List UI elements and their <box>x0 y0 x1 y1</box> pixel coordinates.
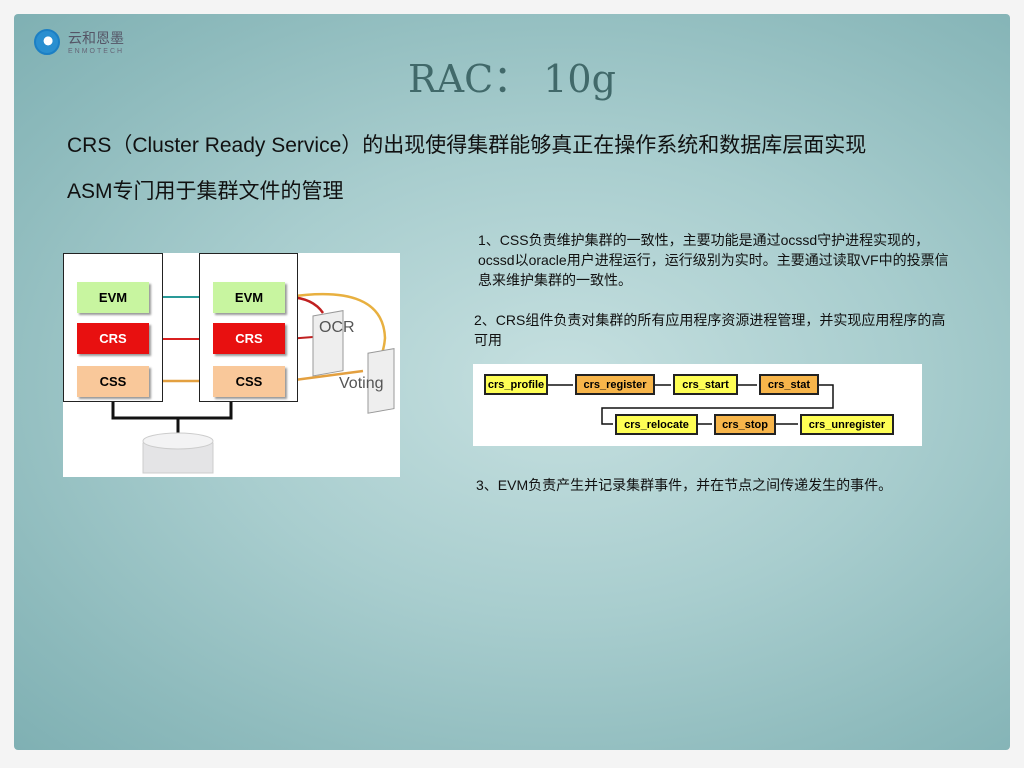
flow-crs-relocate: crs_relocate <box>615 414 698 435</box>
flow-crs-register: crs_register <box>575 374 655 395</box>
logo-icon <box>34 28 60 55</box>
flow-crs-start: crs_start <box>673 374 738 395</box>
ocr-label: OCR <box>319 319 355 336</box>
voting-document-icon <box>367 348 395 414</box>
logo-name: 云和恩墨 <box>68 30 124 46</box>
logo: 云和恩墨 ENMOTECH <box>34 28 124 55</box>
voting-label: Voting <box>339 375 384 392</box>
flow-crs-stat: crs_stat <box>759 374 819 395</box>
point-3: 3、EVM负责产生并记录集群事件，并在节点之间传递发生的事件。 <box>476 477 893 493</box>
evm-box-1: EVM <box>77 282 149 313</box>
css-box-2: CSS <box>213 366 285 397</box>
crs-box-1: CRS <box>77 323 149 354</box>
crs-box-2: CRS <box>213 323 285 354</box>
flow-crs-stop: crs_stop <box>714 414 776 435</box>
evm-box-2: EVM <box>213 282 285 313</box>
logo-sub: ENMOTECH <box>68 48 125 55</box>
rac-architecture-diagram: EVM CRS CSS EVM CRS CSS OCR Voting <box>63 253 400 477</box>
headline-2: ASM专门用于集群文件的管理 <box>67 180 344 203</box>
point-1: 1、CSS负责维护集群的一致性，主要功能是通过ocssd守护进程实现的，ocss… <box>478 232 949 288</box>
headline-1: CRS（Cluster Ready Service）的出现使得集群能够真正在操作… <box>67 134 867 157</box>
ocr-document-icon <box>312 310 344 377</box>
point-2: 2、CRS组件负责对集群的所有应用程序资源进程管理，并实现应用程序的高可用 <box>474 312 946 348</box>
flow-arrows <box>548 384 834 425</box>
crs-command-flow: crs_profile crs_register crs_start crs_s… <box>473 364 922 446</box>
flow-crs-unregister: crs_unregister <box>800 414 894 435</box>
slide-title: RAC： 10g <box>408 57 616 101</box>
flow-crs-profile: crs_profile <box>484 374 548 395</box>
css-box-1: CSS <box>77 366 149 397</box>
